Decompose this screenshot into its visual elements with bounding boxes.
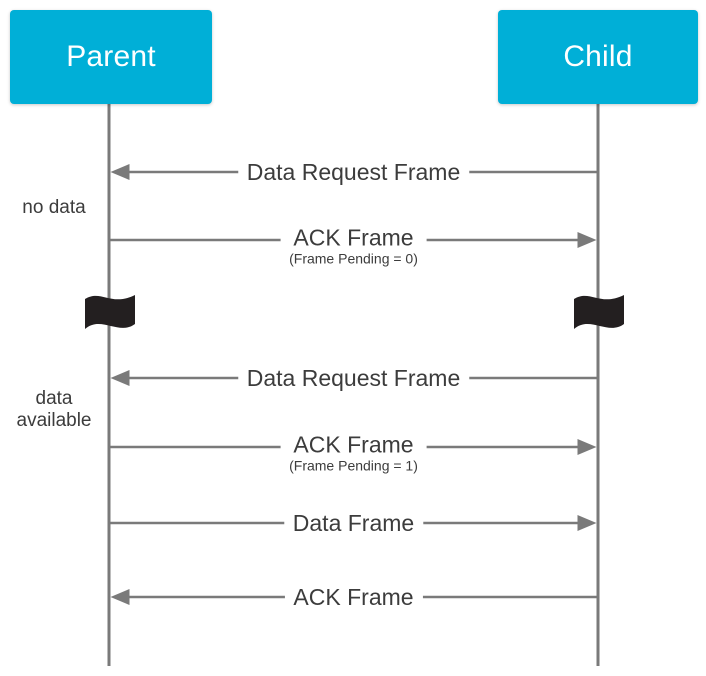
msg-ack-final-arrowhead xyxy=(110,589,130,605)
msg-ack-fp1-label: ACK Frame(Frame Pending = 1) xyxy=(280,431,427,474)
break-child xyxy=(574,295,624,329)
participant-child-label: Child xyxy=(563,40,633,73)
msg-data-request-1-label: Data Request Frame xyxy=(237,158,470,185)
msg-ack-fp1-sublabel: (Frame Pending = 1) xyxy=(289,457,418,474)
participant-child[interactable]: Child xyxy=(498,10,698,104)
participant-parent[interactable]: Parent xyxy=(10,10,212,104)
msg-ack-fp0-sublabel: (Frame Pending = 0) xyxy=(289,250,418,267)
msg-data-request-1-arrowhead xyxy=(110,164,130,180)
msg-data-request-2-label: Data Request Frame xyxy=(237,364,470,391)
msg-ack-fp0-label: ACK Frame(Frame Pending = 0) xyxy=(280,224,427,267)
msg-ack-fp1-title: ACK Frame xyxy=(293,431,414,458)
side-note-no-data-line-0: no data xyxy=(22,197,86,219)
msg-ack-fp0-title: ACK Frame xyxy=(293,224,414,251)
break-parent xyxy=(85,295,135,329)
side-note-data-available-line-0: data xyxy=(35,388,73,410)
msg-data-request-2-arrowhead xyxy=(110,370,130,386)
msg-data-request-1-title: Data Request Frame xyxy=(246,158,461,185)
side-note-data-available-line-1: available xyxy=(16,410,92,431)
msg-data-request-2-title: Data Request Frame xyxy=(246,364,461,391)
msg-ack-fp1-arrowhead xyxy=(577,439,597,455)
msg-ack-final-label: ACK Frame xyxy=(284,583,423,610)
participant-parent-label: Parent xyxy=(66,40,156,73)
msg-data-frame-label: Data Frame xyxy=(283,509,424,536)
msg-data-frame-arrowhead xyxy=(577,515,597,531)
side-note-no-data: no data xyxy=(22,197,85,219)
msg-ack-fp0-arrowhead xyxy=(577,232,597,248)
msg-ack-final-title: ACK Frame xyxy=(293,583,414,610)
msg-data-frame-title: Data Frame xyxy=(292,509,415,536)
